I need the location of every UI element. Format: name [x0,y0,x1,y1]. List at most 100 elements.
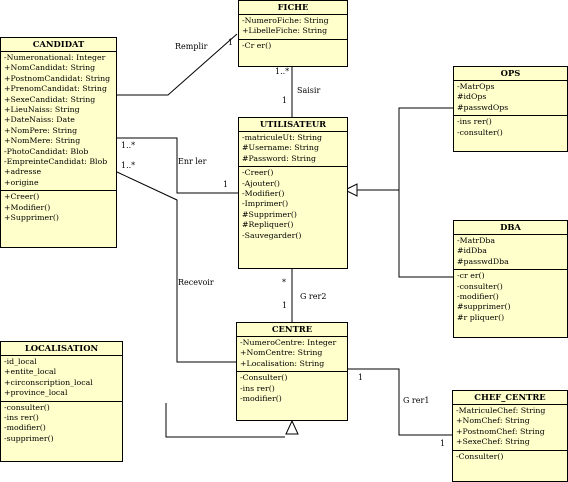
class-ops[interactable]: OPS -MatrOps#idOps#passwdOps -ins rer()-… [453,66,568,152]
operation-item: -Consulter() [456,451,504,461]
attribute-item: +LieuNaiss: String [4,105,80,115]
attribute-item: +NomMere: String [4,136,81,146]
operation-item: #Repliquer() [242,220,294,230]
class-chef-centre[interactable]: CHEF_CENTRE -MatriculeChef: String+NomCh… [452,390,568,482]
attributes-section: -MatriculeChef: String+NomChef: String+P… [453,405,567,451]
operation-item: -modifier() [457,292,499,302]
operations-section: -Creer()-Ajouter()-Modifier()-Imprimer()… [239,167,347,243]
attribute-item: -EmpreinteCandidat: Blob [4,157,108,167]
association-label-gerer2: G rer2 [300,292,327,301]
multiplicity-centre-gerer1: 1 [358,373,364,382]
operations-section: -Cr er() [239,40,347,53]
attribute-item: -MatrOps [457,82,495,91]
class-name: OPS [454,67,567,81]
operation-item: #Supprimer() [242,209,297,219]
association-enroler-line [117,137,239,194]
class-localisation[interactable]: LOCALISATION -id_local+entite_local+circ… [0,341,123,462]
attribute-item: +PostnomChef: String [456,426,545,436]
multiplicity-fiche-saisir: 1..* [275,67,290,76]
generalization-localisation-line [165,403,285,438]
multiplicity-chef-gerer1: 1 [440,439,446,448]
multiplicity-utilisateur-gerer2: * [282,278,286,287]
association-label-saisir: Saisir [297,86,321,95]
operation-item: -Consulter() [240,373,288,383]
multiplicity-candidat-enroler: 1..* [121,141,136,150]
generalization-arrowhead-utilisateur [343,183,358,197]
operations-section: -cr er()-consulter()-modifier()#supprime… [454,270,567,325]
class-utilisateur[interactable]: UTILISATEUR -matriculeUt: String#Usernam… [238,117,348,269]
class-name: LOCALISATION [1,342,122,356]
attribute-item: +NomPere: String [4,125,78,135]
attribute-item: +SexeCandidat: String [4,94,96,104]
attribute-item: +circonscription_local [4,377,93,387]
attribute-item: +NomCentre: String [240,348,323,358]
association-label-enroler: Enr ler [178,157,207,166]
class-name: UTILISATEUR [239,118,347,132]
association-label-remplir: Remplir [175,42,208,51]
attribute-item: -Numeronational: Integer [4,53,106,62]
class-centre[interactable]: CENTRE -NumeroCentre: Integer+NomCentre:… [236,322,348,421]
association-label-gerer1: G rer1 [403,396,430,405]
attribute-item: +PrenomCandidat: String [4,84,107,94]
attributes-section: -NumeroFiche: String+LibelleFiche: Strin… [239,15,347,40]
attribute-item: #passwdDba [457,256,509,266]
attribute-item: -MatriculeChef: String [456,406,546,415]
attribute-item: #Username: String [242,143,319,153]
attribute-item: +Localisation: String [240,358,325,368]
attribute-item: -id_local [4,357,37,366]
attribute-item: #Password: String [242,153,316,163]
attribute-item: +entite_local [4,367,57,377]
operation-item: -Ajouter() [242,178,280,188]
association-gerer1-line [348,368,452,436]
operation-item: -ins rer() [240,383,275,393]
operation-item: -consulter() [457,281,503,291]
generalization-ops-line [398,107,453,190]
class-name: CENTRE [237,323,347,337]
operation-item: +Creer() [4,192,40,202]
multiplicity-utilisateur-enroler: 1 [223,180,229,189]
attribute-item: #passwdOps [457,102,509,112]
class-fiche[interactable]: FICHE -NumeroFiche: String+LibelleFiche:… [238,0,348,67]
attribute-item: +NomCandidat: String [4,63,96,73]
generalization-dba-line [356,189,453,278]
multiplicity-utilisateur-saisir: 1 [282,96,288,105]
association-remplir-line [115,33,238,96]
association-label-recevoir: Recevoir [178,278,214,287]
attribute-item: +DateNaiss: Date [4,115,75,125]
operation-item: -Creer() [242,168,274,178]
operation-item: -cr er() [457,271,485,281]
operation-item: -ins rer() [4,413,39,423]
operation-item: +Modifier() [4,202,51,212]
class-dba[interactable]: DBA -MatrDba#idDba#passwdDba -cr er()-co… [453,220,568,338]
operations-section: -Consulter() [453,451,567,464]
operations-section: -ins rer()-consulter() [454,116,567,140]
operation-item: -Cr er() [242,40,272,50]
generalization-arrowhead-centre [285,419,299,435]
attribute-item: +PostnomCandidat: String [4,73,111,83]
class-name: CANDIDAT [1,38,116,52]
class-candidat[interactable]: CANDIDAT -Numeronational: Integer+NomCan… [0,37,117,248]
operations-section: +Creer()+Modifier()+Supprimer() [1,191,116,225]
attribute-item: +origine [4,177,39,187]
attribute-item: +adresse [4,167,42,177]
attribute-item: -PhotoCandidat: Blob [4,146,89,156]
attributes-section: -id_local+entite_local+circonscription_l… [1,356,122,402]
operation-item: #r pliquer() [457,312,505,322]
attribute-item: -MatrDba [457,236,496,245]
attributes-section: -MatrDba#idDba#passwdDba [454,235,567,271]
operations-section: -Consulter()-ins rer()-modifier() [237,372,347,406]
attribute-item: -matriculeUt: String [242,133,323,142]
attribute-item: -NumeroFiche: String [242,16,329,25]
operation-item: -ins rer() [457,117,492,127]
class-name: FICHE [239,1,347,15]
operation-item: -supprimer() [4,433,54,443]
operation-item: -consulter() [457,127,503,137]
association-recevoir-line [116,171,236,363]
attribute-item: #idDba [457,246,487,256]
class-name: CHEF_CENTRE [453,391,567,405]
attribute-item: -NumeroCentre: Integer [240,338,337,347]
attribute-item: #idOps [457,92,487,102]
attribute-item: +SexeChef: String [456,437,530,447]
operations-section: -consulter()-ins rer()-modifier()-suppri… [1,402,122,447]
operation-item: -consulter() [4,402,50,412]
